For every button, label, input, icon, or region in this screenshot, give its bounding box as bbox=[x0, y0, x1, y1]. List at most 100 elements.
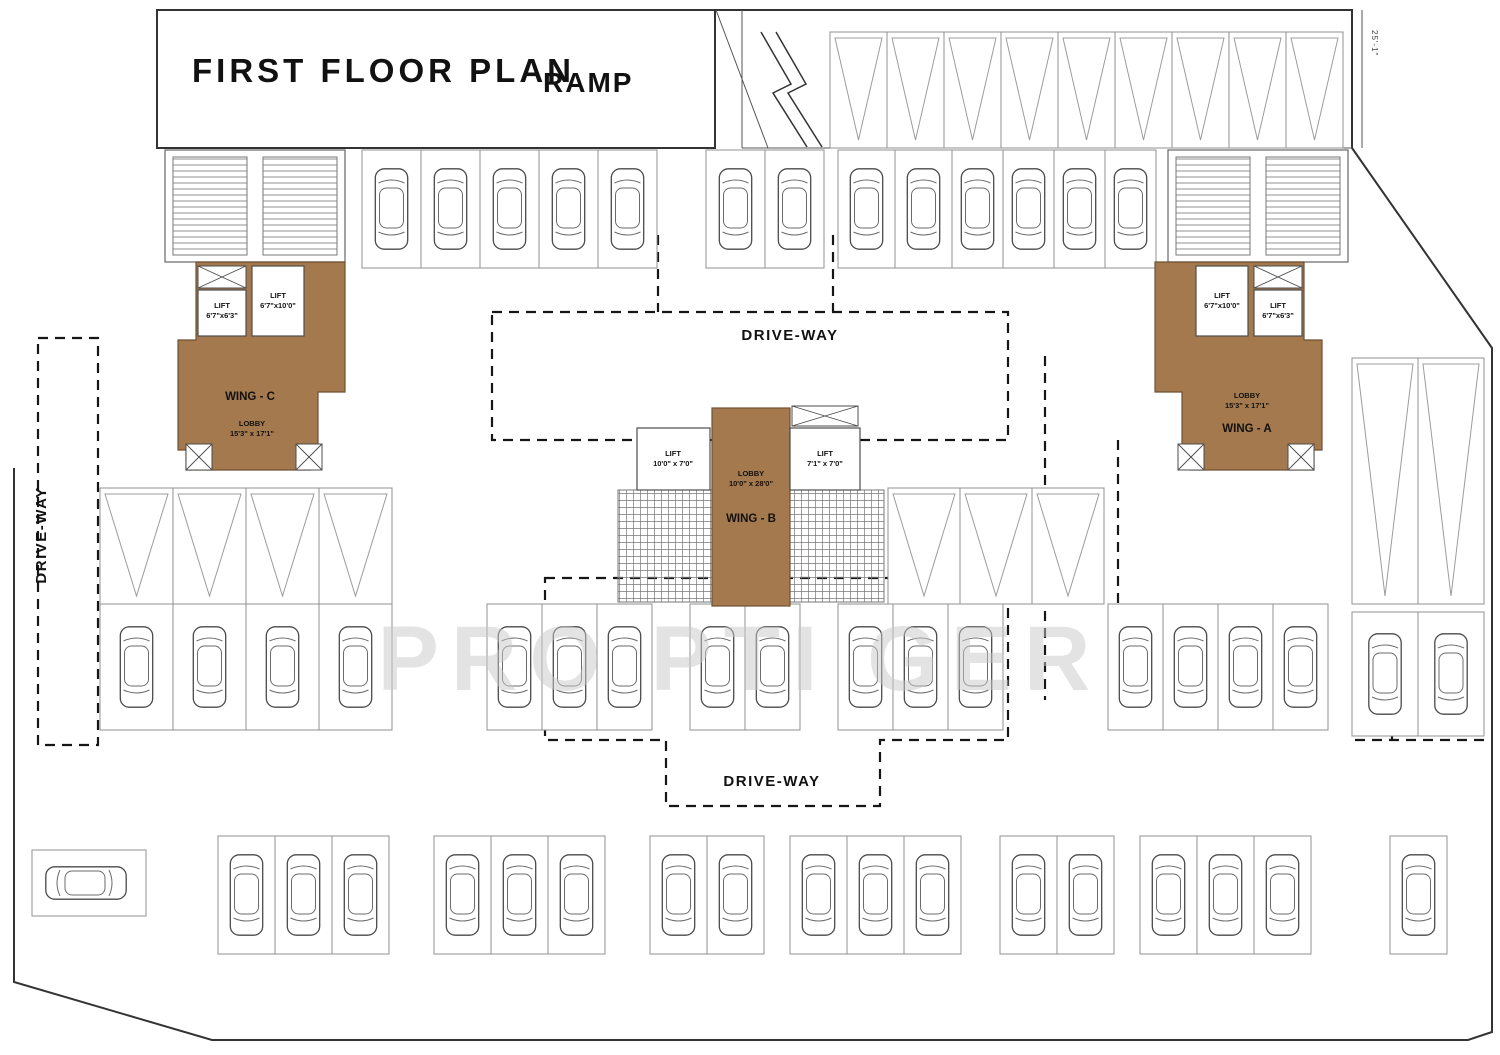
car-icon bbox=[343, 854, 378, 936]
wing-b-name-label: WING - B bbox=[726, 513, 776, 525]
car-icon bbox=[433, 168, 468, 250]
ramp-stall-marker bbox=[1119, 37, 1168, 141]
car-icon bbox=[1011, 168, 1046, 250]
lift-a-2-dim: 6'7"x6'3" bbox=[1262, 311, 1294, 320]
wing-a-lobby-dim: 15'3" x 17'1" bbox=[1225, 401, 1269, 410]
ramp-stall-marker bbox=[1176, 37, 1225, 141]
parking-stall bbox=[829, 31, 888, 149]
column-box bbox=[185, 443, 213, 471]
lift-c-2-dim: 6'7"x10'0" bbox=[260, 301, 296, 310]
wing-a-core: LIFT 6'7"x10'0" LIFT 6'7"x6'3" LOBBY 15'… bbox=[1154, 261, 1323, 471]
driveway-outline-top bbox=[490, 310, 1010, 442]
car-icon bbox=[445, 854, 480, 936]
car-icon bbox=[718, 168, 753, 250]
car-icon bbox=[265, 626, 300, 708]
lift-c-1 bbox=[197, 289, 247, 337]
car-icon bbox=[906, 168, 941, 250]
parking-stall bbox=[943, 31, 1002, 149]
driveway-label-left: DRIVE-WAY bbox=[33, 486, 50, 583]
wing-b-lobby-label: LOBBY bbox=[738, 469, 764, 478]
parking-stall bbox=[1228, 31, 1287, 149]
lift-c-1-dim: 6'7"x6'3" bbox=[206, 311, 238, 320]
car-icon bbox=[1113, 168, 1148, 250]
wing-a-lobby-label: LOBBY bbox=[1234, 391, 1260, 400]
driveway-label-bottom: DRIVE-WAY bbox=[723, 773, 820, 790]
empty-stall-marker bbox=[323, 493, 388, 598]
lift-machine-box bbox=[791, 405, 859, 427]
lift-b-1-dim: 10'0" x 7'0" bbox=[653, 459, 693, 468]
car-icon bbox=[1265, 854, 1300, 936]
ramp-stall-marker bbox=[1290, 37, 1339, 141]
dimension-note: 25'-1" bbox=[1370, 30, 1379, 56]
lift-a-1-label: LIFT bbox=[1214, 291, 1230, 300]
car-icon bbox=[661, 854, 696, 936]
lift-a-1-dim: 6'7"x10'0" bbox=[1204, 301, 1240, 310]
car-icon bbox=[1118, 626, 1153, 708]
ramp-stall-marker bbox=[891, 37, 940, 141]
lift-c-1-label: LIFT bbox=[214, 301, 230, 310]
car-icon bbox=[1151, 854, 1186, 936]
lift-c-2 bbox=[251, 265, 305, 337]
wing-b-lobby-dim: 10'0" x 28'0" bbox=[729, 479, 773, 488]
car-icon bbox=[192, 626, 227, 708]
lift-b-2-dim: 7'1" x 7'0" bbox=[807, 459, 843, 468]
car-icon bbox=[119, 626, 154, 708]
driveway-outline-left bbox=[36, 336, 100, 747]
driveway-label-top: DRIVE-WAY bbox=[741, 327, 838, 344]
wing-c-core: LIFT 6'7"x6'3" LIFT 6'7"x10'0" WING - C … bbox=[177, 261, 346, 471]
parking-stall bbox=[172, 487, 247, 605]
lift-a-2-label: LIFT bbox=[1270, 301, 1286, 310]
ramp-break-line-2 bbox=[760, 31, 808, 148]
car-icon bbox=[1208, 854, 1243, 936]
wing-c-lobby-dim: 15'3" x 17'1" bbox=[230, 429, 274, 438]
watermark: PRO PTI GER bbox=[378, 608, 1103, 710]
parking-stall bbox=[1114, 31, 1173, 149]
car-icon bbox=[610, 168, 645, 250]
empty-stall-marker bbox=[104, 493, 169, 598]
ramp-break-line bbox=[775, 31, 823, 148]
stairs-wing-a bbox=[1167, 149, 1349, 263]
driveway-outline-bottom bbox=[543, 576, 1010, 808]
car-icon bbox=[374, 168, 409, 250]
parking-stall bbox=[1351, 357, 1419, 605]
parking-stall bbox=[1171, 31, 1230, 149]
title-block bbox=[156, 9, 716, 149]
parking-stall bbox=[486, 603, 543, 731]
ramp-stall-marker bbox=[1005, 37, 1054, 141]
car-icon bbox=[286, 854, 321, 936]
car-icon bbox=[551, 168, 586, 250]
car-icon bbox=[858, 854, 893, 936]
parking-stall bbox=[318, 487, 393, 605]
empty-stall-marker bbox=[177, 493, 242, 598]
ramp-stall-marker bbox=[1062, 37, 1111, 141]
parking-stall bbox=[959, 487, 1033, 605]
wing-b-core: LIFT 10'0" x 7'0" LIFT 7'1" x 7'0" LOBBY… bbox=[636, 405, 861, 607]
car-icon bbox=[1068, 854, 1103, 936]
car-icon bbox=[492, 168, 527, 250]
car-icon bbox=[45, 866, 127, 900]
stairs-wing-c bbox=[164, 149, 346, 263]
ramp-stall-marker bbox=[948, 37, 997, 141]
parking-stall bbox=[1057, 31, 1116, 149]
ramp-edge-diagonal bbox=[715, 9, 769, 149]
car-icon bbox=[718, 854, 753, 936]
empty-stall-marker bbox=[964, 493, 1028, 598]
plot-boundary bbox=[13, 9, 1493, 1041]
lift-machine-box bbox=[197, 265, 247, 289]
column-box bbox=[295, 443, 323, 471]
lift-b-2 bbox=[789, 427, 861, 491]
car-icon bbox=[1401, 854, 1436, 936]
car-icon bbox=[1173, 626, 1208, 708]
parking-stall bbox=[1000, 31, 1059, 149]
empty-stall-marker bbox=[1422, 363, 1480, 597]
single-parking-stall bbox=[31, 849, 147, 917]
empty-stall-marker bbox=[892, 493, 956, 598]
ramp-label: RAMP bbox=[543, 67, 633, 98]
parking-stall bbox=[1285, 31, 1344, 149]
car-icon bbox=[849, 168, 884, 250]
parking-stall bbox=[1031, 487, 1105, 605]
parking-stall bbox=[886, 31, 945, 149]
lift-b-1-label: LIFT bbox=[665, 449, 681, 458]
lift-machine-box bbox=[1253, 265, 1303, 289]
